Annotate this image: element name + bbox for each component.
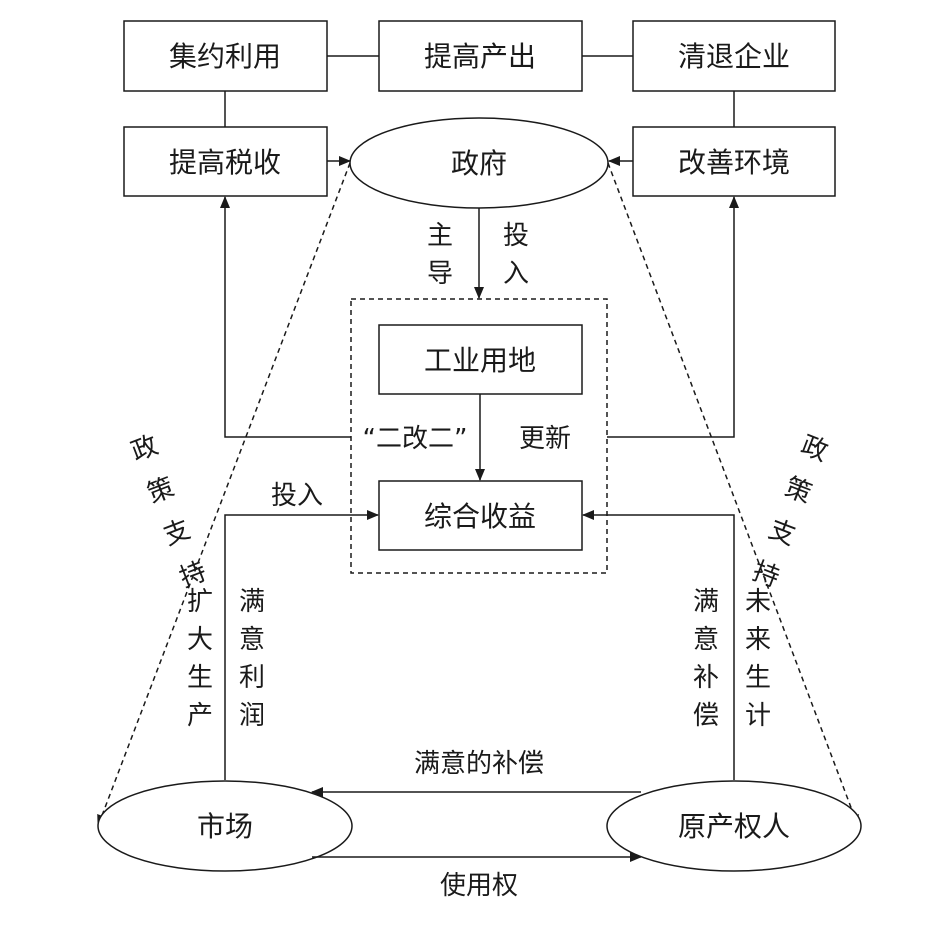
node-market-label: 市场 <box>197 810 253 843</box>
policy-support-right-char: 政 <box>797 430 832 467</box>
satisfied-compensation-char: 偿 <box>693 701 719 731</box>
satisfied-profit-char: 利 <box>239 663 265 693</box>
label-lead-2: 导 <box>427 259 453 289</box>
node-clear-enterprises: 清退企业 <box>632 20 836 92</box>
label-renewal: 更新 <box>519 424 571 454</box>
node-market: 市场 <box>97 780 353 872</box>
label-policy-support-right: 政 策 支 持 <box>748 430 831 593</box>
node-overall-benefit: 综合收益 <box>378 480 583 551</box>
satisfied-profit-char: 润 <box>239 701 265 731</box>
node-raise-tax: 提高税收 <box>123 126 328 197</box>
satisfied-compensation-char: 满 <box>693 587 719 617</box>
policy-support-right-char: 支 <box>764 514 799 551</box>
node-clear-enterprises-label: 清退企业 <box>678 40 790 73</box>
label-use-rights: 使用权 <box>440 871 518 901</box>
label-satisfied-profit: 满 意 利 润 <box>239 587 265 731</box>
node-government: 政府 <box>349 117 609 209</box>
policy-support-left-char: 政 <box>127 430 162 467</box>
node-industrial-land: 工业用地 <box>378 324 583 395</box>
node-intensive-use: 集约利用 <box>123 20 328 92</box>
arrow-market-to-benefit <box>224 510 379 780</box>
satisfied-compensation-char: 补 <box>693 663 719 693</box>
node-government-label: 政府 <box>451 147 507 180</box>
expand-production-char: 大 <box>187 625 213 655</box>
label-expand-production: 扩 大 生 产 <box>187 587 213 731</box>
arrow-owner-to-benefit <box>582 510 735 780</box>
label-market-invest: 投入 <box>271 481 323 511</box>
policy-support-line-right <box>607 162 859 827</box>
future-livelihood-char: 未 <box>745 587 771 617</box>
label-satisfactory-compensation: 满意的补偿 <box>414 749 544 779</box>
future-livelihood-char: 来 <box>745 625 771 655</box>
node-improve-environment: 改善环境 <box>632 126 836 197</box>
expand-production-char: 扩 <box>187 587 213 617</box>
satisfied-profit-char: 满 <box>239 587 265 617</box>
policy-support-right-char: 策 <box>781 472 816 509</box>
policy-support-left-char: 支 <box>159 514 194 551</box>
node-intensive-use-label: 集约利用 <box>169 40 281 73</box>
label-renewal-quote: “二改二” <box>363 424 468 454</box>
arrow-renewal-to-tax <box>220 196 351 438</box>
policy-support-line-left <box>97 162 351 827</box>
label-future-livelihood: 未 来 生 计 <box>745 587 771 731</box>
node-overall-benefit-label: 综合收益 <box>424 500 536 533</box>
future-livelihood-char: 生 <box>745 663 771 693</box>
label-invest-2: 入 <box>503 259 529 289</box>
label-policy-support-left: 政 策 支 持 <box>127 430 210 593</box>
arrow-renewal-to-environment <box>607 196 739 438</box>
node-original-owner-label: 原产权人 <box>678 810 790 843</box>
node-industrial-land-label: 工业用地 <box>424 344 536 377</box>
node-raise-tax-label: 提高税收 <box>169 146 281 179</box>
satisfied-compensation-char: 意 <box>693 625 719 655</box>
expand-production-char: 生 <box>187 663 213 693</box>
label-satisfied-compensation: 满 意 补 偿 <box>693 587 719 731</box>
node-original-owner: 原产权人 <box>606 780 862 872</box>
policy-support-left-char: 策 <box>143 472 178 509</box>
future-livelihood-char: 计 <box>745 701 771 731</box>
satisfied-profit-char: 意 <box>239 625 265 655</box>
label-lead-1: 主 <box>427 221 453 251</box>
node-improve-environment-label: 改善环境 <box>678 146 790 179</box>
node-raise-output: 提高产出 <box>378 20 583 92</box>
expand-production-char: 产 <box>187 701 213 731</box>
renewal-scope-box <box>350 298 608 574</box>
label-invest-1: 投 <box>503 221 529 251</box>
node-raise-output-label: 提高产出 <box>424 40 536 73</box>
